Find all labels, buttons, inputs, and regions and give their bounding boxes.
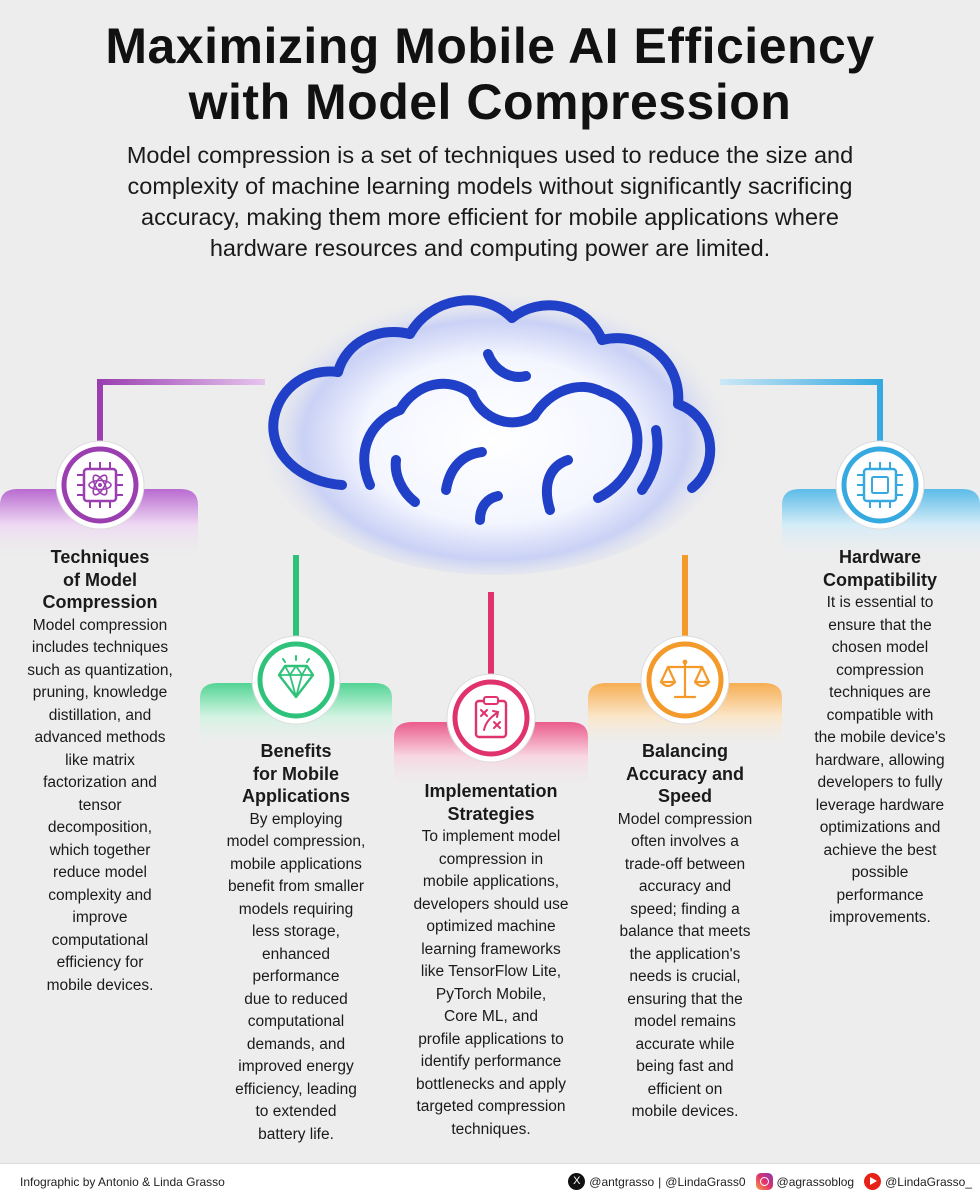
youtube-handle[interactable]: @LindaGrasso_ [885,1174,972,1189]
strategy-clipboard-icon [446,673,536,763]
title-line: Maximizing Mobile AI Efficiency [105,18,875,74]
microchip-icon [835,440,925,530]
balance-scale-icon [640,635,730,725]
card-heading: Techniques of Model Compression [42,547,158,612]
cpu-atom-icon [55,440,145,530]
x-logo-icon: X [568,1173,586,1190]
diamond-icon [251,635,341,725]
card-heading: Benefits for Mobile Applications [241,741,350,806]
connector-blue [720,379,883,445]
card-body: By employing model compression, mobile a… [226,810,366,1143]
footer-socials: X @antgrasso | @LindaGrass0 @agrassoblog… [568,1173,972,1190]
subtitle-line: hardware resources and computing power a… [209,235,771,261]
card-body: It is essential to ensure that the chose… [814,594,946,926]
youtube-icon [864,1173,882,1190]
page-title: Maximizing Mobile AI Efficiency with Mod… [0,18,980,130]
card-heading: Implementation Strategies [424,781,558,824]
card-body: Model compression includes techniques su… [27,616,173,994]
page-subtitle: Model compression is a set of techniques… [30,140,950,264]
card-body: To implement model compression in mobile… [413,828,569,1138]
card-balancing: Balancing Accuracy and Speed Model compr… [585,740,785,1124]
subtitle-line: accuracy, making them more efficient for… [141,204,839,230]
title-line: with Model Compression [188,74,792,130]
instagram-handle[interactable]: @agrassoblog [776,1174,855,1189]
card-body: Model compression often involves a trade… [617,810,753,1121]
footer-bar: Infographic by Antonio & Linda Grasso X … [0,1163,980,1201]
card-implementation: Implementation Strategies To implement m… [391,780,591,1141]
x-handle-2[interactable]: @LindaGrass0 [665,1174,746,1189]
footer-credit: Infographic by Antonio & Linda Grasso [20,1175,225,1189]
subtitle-line: Model compression is a set of techniques… [126,142,854,168]
handle-separator: | [658,1174,662,1189]
subtitle-line: complexity of machine learning models wi… [127,173,853,199]
card-techniques: Techniques of Model Compression Model co… [0,546,200,997]
cloud-brain-icon [250,270,740,575]
card-benefits: Benefits for Mobile Applications By empl… [196,740,396,1146]
card-heading: Balancing Accuracy and Speed [625,741,745,806]
card-heading: Hardware Compatibility [822,547,937,590]
x-handle[interactable]: @antgrasso [589,1174,655,1189]
card-hardware: Hardware Compatibility It is essential t… [780,546,980,930]
connector-purple [97,379,265,445]
instagram-icon [755,1173,773,1190]
